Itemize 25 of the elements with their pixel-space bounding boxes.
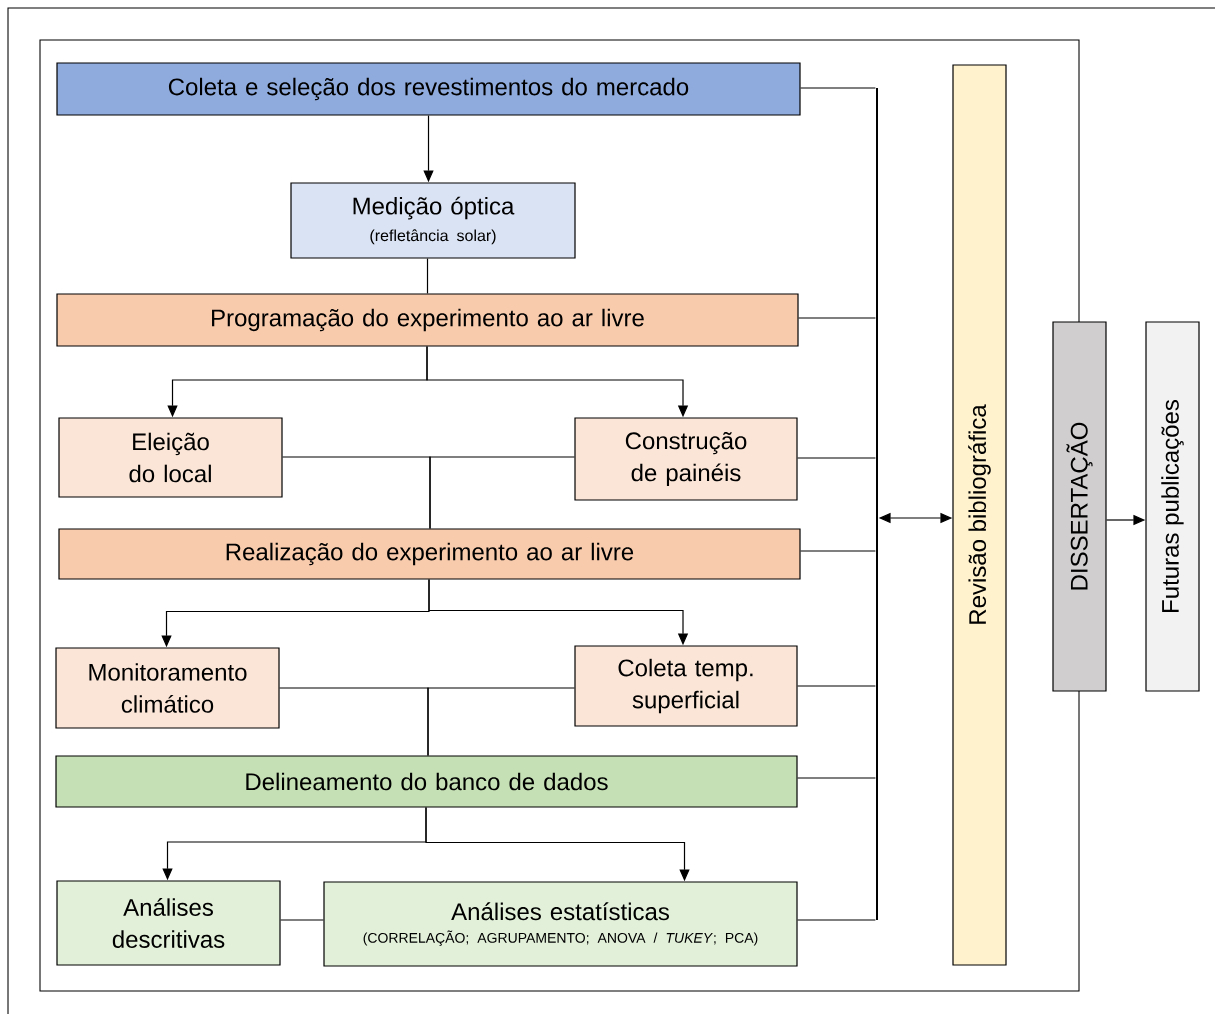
process-box: Realização do experimento ao ar livre xyxy=(58,528,801,580)
process-box: Coleta e seleção dos revestimentos do mercado xyxy=(56,62,801,116)
connector-line xyxy=(797,919,876,921)
connector-line xyxy=(800,87,876,89)
connector-line xyxy=(798,317,876,319)
process-box: Delineamento do banco de dados xyxy=(55,755,798,808)
process-box: Medição óptica (refletância solar) xyxy=(290,182,576,259)
process-box: Monitoramento climático xyxy=(55,647,280,729)
process-box: Construção de painéis xyxy=(574,417,798,501)
connector-line xyxy=(429,456,575,529)
connector-line xyxy=(797,457,876,459)
connector-line xyxy=(797,777,876,779)
vertical-box: Revisão bibliográfica xyxy=(952,64,1007,966)
connector-line xyxy=(426,258,429,294)
connector-line xyxy=(280,919,324,921)
connector-line xyxy=(797,685,876,687)
connector-line xyxy=(427,687,575,756)
vertical-box: DISSERTAÇÃO xyxy=(1052,321,1107,692)
process-box: Análises estatísticas (CORRELAÇÃO; AGRUPAMENTO; ANOVA / TUKEY; PCA) xyxy=(323,881,798,967)
process-box: Análises descritivas xyxy=(56,880,281,966)
connector-line xyxy=(800,550,876,552)
vertical-box: Futuras publicações xyxy=(1145,321,1200,692)
process-box: Coleta temp. superficial xyxy=(574,645,798,727)
process-box: Programação do experimento ao ar livre xyxy=(56,293,799,347)
process-box: Eleição do local xyxy=(58,417,283,498)
